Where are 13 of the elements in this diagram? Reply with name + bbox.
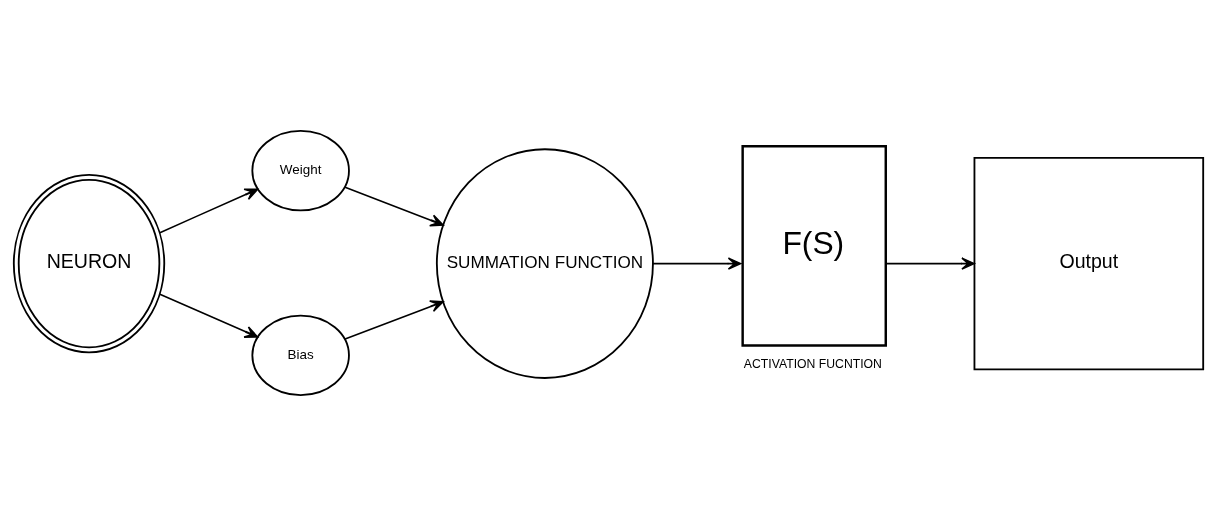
- node-ellipse: Weight: [251, 129, 350, 211]
- arrow: [159, 187, 259, 233]
- arrow: [652, 256, 742, 270]
- arrow: [159, 292, 259, 338]
- node-box: F(S): [741, 144, 887, 347]
- arrow: [344, 185, 444, 226]
- node-circle: SUMMATION FUNCTION: [435, 147, 654, 379]
- node-ellipse: Bias: [251, 314, 350, 396]
- node-box: Output: [973, 156, 1205, 370]
- node-label: ACTIVATION FUCNTION: [743, 356, 882, 371]
- arrow: [344, 299, 444, 340]
- node-ellipse: NEURON: [12, 173, 166, 353]
- arrow: [885, 256, 975, 270]
